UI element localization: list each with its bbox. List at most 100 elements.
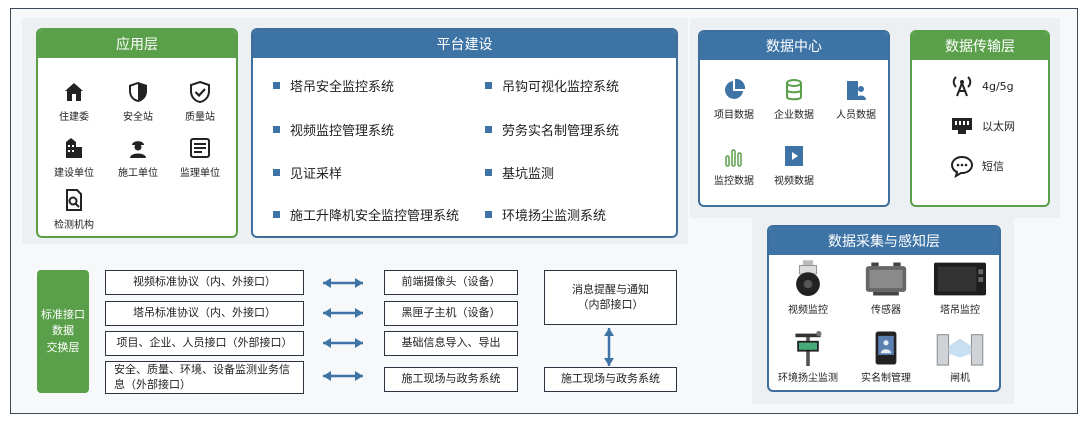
system-label: 视频监控管理系统 — [290, 124, 395, 139]
system-label: 基坑监测 — [502, 167, 555, 182]
app-item-housing-bureau: 住建委 — [44, 80, 104, 123]
device-tower-crane-monitor: 塔吊监控 — [925, 259, 995, 316]
notify-box: 消息提醒与通知（内部接口） — [544, 270, 677, 325]
application-layer: 应用层 住建委 安全站 质量站 建设单位 施工单位 监理单位 检测机构 — [36, 28, 238, 238]
device-label: 视频监控 — [788, 305, 828, 316]
app-item-label: 施工单位 — [118, 168, 158, 179]
turnstile-gate-icon — [936, 334, 984, 366]
system-item: 见证采样 — [273, 163, 342, 182]
ethernet-icon — [952, 118, 972, 134]
search-document-icon — [66, 189, 82, 211]
chat-bubble-icon — [950, 155, 974, 178]
application-layer-title: 应用层 — [38, 30, 236, 58]
data-transfer-title: 数据传输层 — [912, 32, 1048, 60]
system-label: 劳务实名制管理系统 — [502, 124, 620, 139]
perception-title: 数据采集与感知层 — [769, 227, 999, 255]
data-center-title: 数据中心 — [700, 32, 888, 60]
device-sensor: 传感器 — [851, 259, 921, 316]
data-item-project: 项目数据 — [704, 78, 764, 121]
bidirectional-arrow-icon — [323, 308, 363, 318]
system-item: 施工升降机安全监控管理系统 — [273, 205, 459, 224]
app-item-contractor: 施工单位 — [108, 136, 168, 179]
system-label: 见证采样 — [290, 167, 343, 182]
data-item-personnel: 人员数据 — [826, 78, 886, 121]
transfer-item-ethernet: 以太网 — [950, 114, 1015, 138]
transfer-label: 4g/5g — [982, 79, 1014, 93]
weather-station-icon — [795, 330, 822, 366]
data-item-label: 项目数据 — [714, 110, 754, 121]
system-item: 环境扬尘监测系统 — [485, 205, 606, 224]
data-item-video: 视频数据 — [764, 144, 824, 187]
exchange-label-line: 标准接口 — [41, 307, 85, 321]
bullet-square-icon — [273, 211, 280, 218]
app-item-label: 安全站 — [123, 112, 153, 123]
data-center: 数据中心 项目数据 企业数据 人员数据 监控数据 视频数据 — [698, 30, 890, 207]
app-item-label: 监理单位 — [180, 168, 220, 179]
device-video-camera: 视频监控 — [773, 259, 843, 316]
bidirectional-arrow-icon — [323, 278, 363, 288]
data-item-label: 视频数据 — [774, 176, 814, 187]
system-label: 施工升降机安全监控管理系统 — [290, 209, 460, 224]
device-turnstile: 闸机 — [925, 329, 995, 384]
bidirectional-arrow-icon — [323, 338, 363, 348]
target-box: 黑匣子主机（设备） — [384, 301, 518, 326]
transfer-label: 短信 — [982, 160, 1004, 173]
exchange-layer-label: 标准接口 数据 交换层 — [37, 270, 89, 393]
data-item-monitoring: 监控数据 — [704, 144, 764, 187]
target-box: 施工现场与政务系统 — [384, 367, 518, 392]
data-item-label: 企业数据 — [774, 110, 814, 121]
device-label: 环境扬尘监测 — [778, 373, 838, 384]
dome-camera-icon — [796, 260, 820, 296]
system-item: 基坑监测 — [485, 163, 554, 182]
device-label: 实名制管理 — [861, 373, 911, 384]
vertical-arrow-icon — [604, 328, 614, 366]
target-box: 前端摄像头（设备） — [384, 270, 518, 295]
system-item: 视频监控管理系统 — [273, 120, 394, 139]
device-label: 塔吊监控 — [940, 305, 980, 316]
house-icon — [65, 83, 83, 101]
monitor-screen-icon — [933, 262, 987, 296]
app-item-construction-owner: 建设单位 — [44, 136, 104, 179]
system-label: 环境扬尘监测系统 — [502, 209, 607, 224]
shield-icon — [129, 82, 147, 102]
protocol-box: 塔吊标准协议（内、外接口） — [105, 301, 304, 326]
face-terminal-icon — [875, 331, 897, 365]
check-shield-icon — [190, 80, 210, 104]
system-label: 塔吊安全监控系统 — [290, 80, 395, 95]
worker-icon — [130, 141, 146, 158]
target-box: 基础信息导入、导出 — [384, 331, 518, 356]
app-item-testing-agency: 检测机构 — [44, 188, 104, 231]
app-item-label: 质量站 — [185, 112, 215, 123]
video-file-icon — [785, 146, 803, 166]
platform-title: 平台建设 — [253, 30, 676, 58]
protocol-box: 项目、企业、人员接口（外部接口） — [105, 331, 304, 356]
device-real-name: 实名制管理 — [851, 329, 921, 384]
device-label: 闸机 — [950, 373, 970, 384]
gov-system-box: 施工现场与政务系统 — [544, 367, 677, 392]
app-item-quality-station: 质量站 — [170, 80, 230, 123]
sensor-box-icon — [865, 262, 907, 296]
app-item-supervisor: 监理单位 — [170, 136, 230, 179]
bullet-square-icon — [485, 82, 492, 89]
bullet-square-icon — [273, 82, 280, 89]
report-icon — [190, 138, 210, 158]
bullet-square-icon — [273, 126, 280, 133]
bullet-square-icon — [485, 211, 492, 218]
app-item-safety-station: 安全站 — [108, 80, 168, 123]
bidirectional-arrow-icon — [323, 371, 363, 381]
system-item: 塔吊安全监控系统 — [273, 76, 394, 95]
app-item-label: 建设单位 — [54, 168, 94, 179]
people-icon — [847, 81, 866, 100]
data-item-label: 监控数据 — [714, 176, 754, 187]
platform-construction: 平台建设 塔吊安全监控系统 吊钩可视化监控系统 视频监控管理系统 劳务实名制管理… — [251, 28, 678, 238]
system-item: 吊钩可视化监控系统 — [485, 76, 619, 95]
bullet-square-icon — [273, 169, 280, 176]
system-label: 吊钩可视化监控系统 — [502, 80, 620, 95]
perception-layer: 数据采集与感知层 视频监控 传感器 塔吊监控 环境扬尘监测 实名制管理 闸机 — [767, 225, 1001, 392]
building-icon — [66, 138, 82, 158]
protocol-box: 安全、质量、环境、设备监测业务信息（外部接口） — [105, 361, 304, 394]
transfer-item-sms: 短信 — [950, 154, 1004, 178]
transfer-label: 以太网 — [982, 120, 1015, 133]
app-item-label: 检测机构 — [54, 220, 94, 231]
database-icon — [786, 79, 802, 101]
